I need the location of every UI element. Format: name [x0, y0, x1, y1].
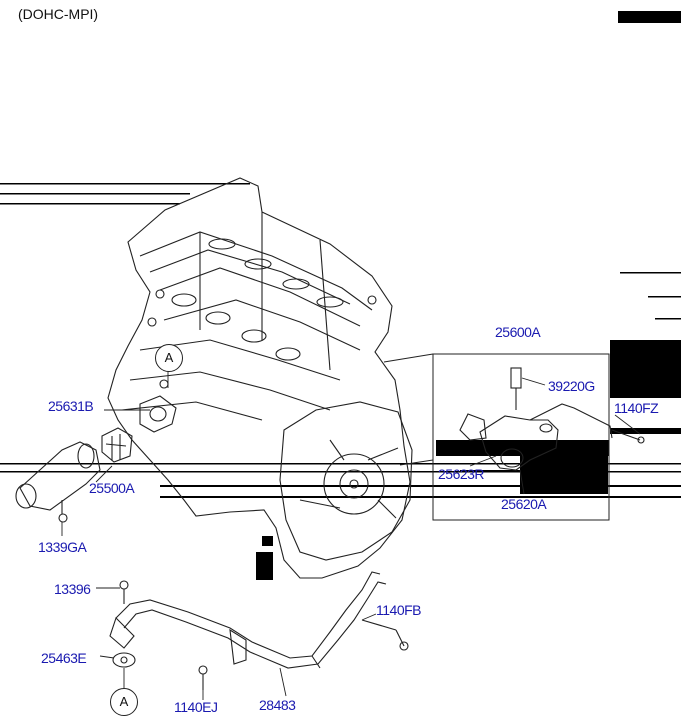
part-label-1140EJ[interactable]: 1140EJ: [174, 699, 218, 715]
part-label-1140FB[interactable]: 1140FB: [376, 602, 422, 618]
water-inlet-pipe: [15, 395, 177, 523]
part-label-25600A[interactable]: 25600A: [495, 324, 541, 340]
leader-lines: [61, 370, 641, 700]
water-pipe-assembly: [109, 571, 409, 690]
part-label-25500A[interactable]: 25500A: [89, 480, 135, 496]
part-label-13396[interactable]: 13396: [54, 581, 91, 597]
part-label-25620A[interactable]: 25620A: [501, 496, 547, 512]
part-label-1339GA[interactable]: 1339GA: [38, 539, 87, 555]
part-label-25631B[interactable]: 25631B: [48, 398, 94, 414]
part-label-1140FZ[interactable]: 1140FZ: [614, 400, 659, 416]
part-label-25463E[interactable]: 25463E: [41, 650, 87, 666]
part-label-25623R[interactable]: 25623R: [438, 466, 485, 482]
diagram-title: (DOHC-MPI): [18, 6, 99, 22]
callout-a-top: A: [155, 344, 183, 372]
part-label-28483[interactable]: 28483: [259, 697, 296, 713]
callout-a-bottom: A: [110, 688, 138, 716]
part-label-39220G[interactable]: 39220G: [548, 378, 595, 394]
thermostat-assembly-box: [383, 353, 610, 521]
engine-block: [107, 177, 413, 579]
scan-artifacts: [0, 11, 681, 580]
water-outlet-fitting: [459, 367, 645, 471]
